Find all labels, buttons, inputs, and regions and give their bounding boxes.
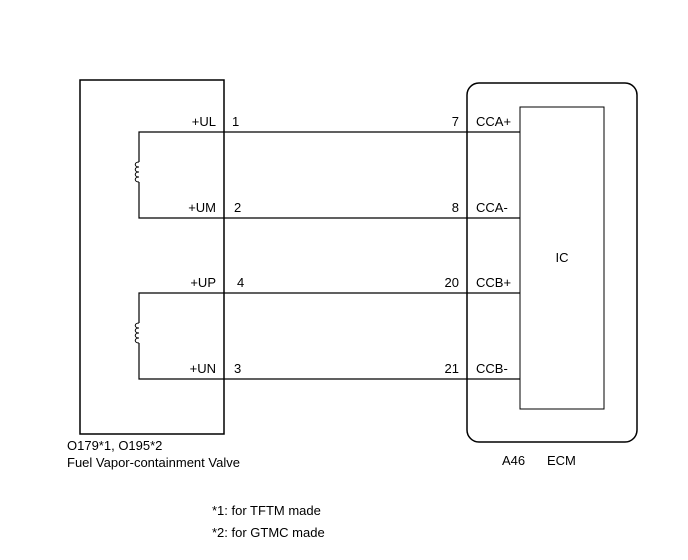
coil-a	[134, 131, 224, 219]
left-label-1: +UL	[192, 114, 216, 129]
ic-label: IC	[556, 250, 569, 265]
coil-b	[134, 292, 224, 380]
right-pin-2: 8	[452, 200, 459, 215]
left-pin-1: 1	[232, 114, 239, 129]
footnote-1: *1: for TFTM made	[212, 503, 321, 518]
right-label-3: CCB+	[476, 275, 511, 290]
footnote-2: *2: for GTMC made	[212, 525, 325, 540]
ecm-component-box	[466, 82, 638, 443]
left-label-4: +UN	[190, 361, 216, 376]
left-pin-3: 4	[237, 275, 244, 290]
valve-name: Fuel Vapor-containment Valve	[67, 455, 240, 470]
ic-box	[519, 106, 605, 410]
valve-component-box	[79, 79, 225, 435]
ecm-connector: A46	[502, 453, 525, 468]
ecm-name: ECM	[547, 453, 576, 468]
left-label-2: +UM	[188, 200, 216, 215]
wire-row-3: +UP 4 20 CCB+	[190, 275, 520, 294]
right-label-2: CCA-	[476, 200, 508, 215]
right-label-1: CCA+	[476, 114, 511, 129]
wire-row-2: +UM 2 8 CCA-	[188, 200, 520, 219]
wire-row-1: +UL 1 7 CCA+	[192, 114, 520, 133]
left-pin-4: 3	[234, 361, 241, 376]
left-label-3: +UP	[190, 275, 216, 290]
valve-codes: O179*1, O195*2	[67, 438, 162, 453]
right-pin-3: 20	[445, 275, 459, 290]
right-pin-1: 7	[452, 114, 459, 129]
right-pin-4: 21	[445, 361, 459, 376]
left-pin-2: 2	[234, 200, 241, 215]
right-label-4: CCB-	[476, 361, 508, 376]
wire-row-4: +UN 3 21 CCB-	[190, 361, 520, 380]
